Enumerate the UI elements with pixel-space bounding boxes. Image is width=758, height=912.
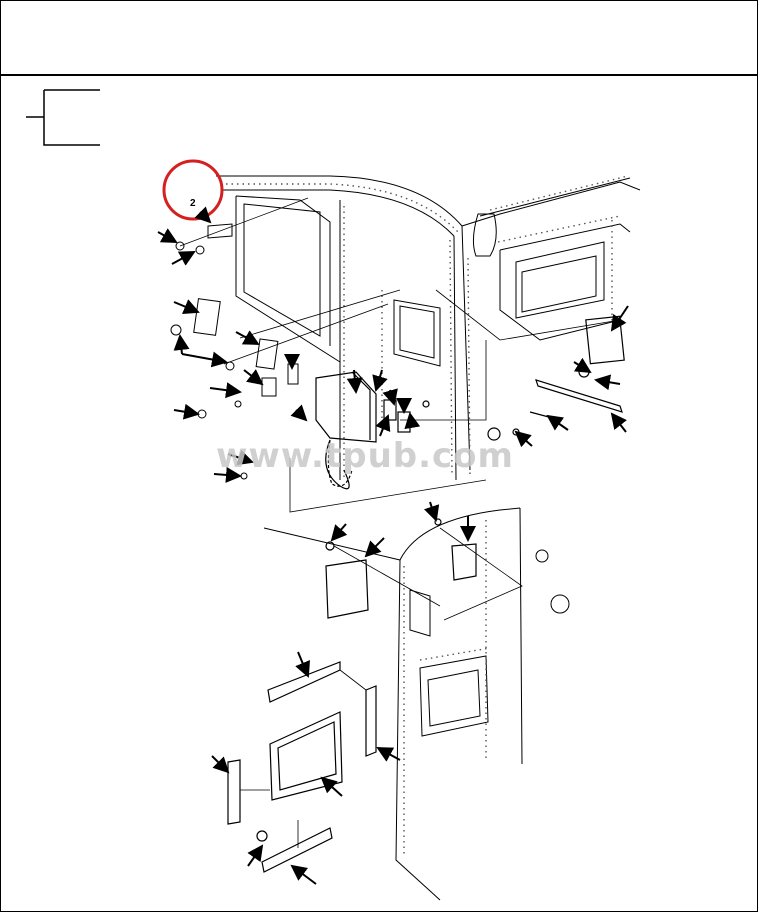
watermark-text: www.tpub.com bbox=[216, 436, 514, 476]
parts-upper-left bbox=[170, 223, 299, 480]
cab-upper-outline bbox=[216, 175, 641, 481]
leader-lines bbox=[179, 197, 621, 513]
cab-lower-outline bbox=[263, 507, 570, 901]
leader-lines-lower bbox=[240, 527, 523, 848]
arrow-icon bbox=[157, 206, 629, 885]
callout-circle bbox=[162, 159, 224, 221]
header-band bbox=[0, 0, 758, 76]
rivet-dots-lower bbox=[403, 520, 491, 856]
callout-number: 2 bbox=[190, 198, 196, 209]
bracket-symbol bbox=[26, 89, 100, 146]
rivet-dots bbox=[226, 175, 629, 478]
parts-lower bbox=[227, 518, 477, 873]
